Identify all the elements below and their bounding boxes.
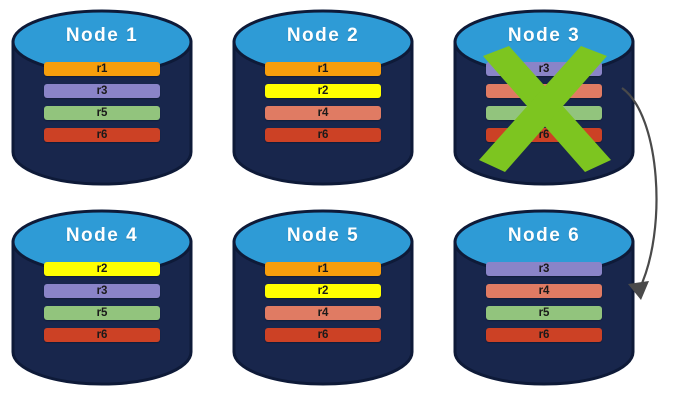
node-cylinder-4[interactable]: Node 4 r2 r3 r5 r6 <box>11 208 193 386</box>
replica-bar[interactable]: r5 <box>44 106 160 120</box>
replica-bar[interactable]: r5 <box>486 106 602 120</box>
replica-bar[interactable]: r5 <box>486 306 602 320</box>
replica-bar[interactable]: r6 <box>265 328 381 342</box>
replica-bar[interactable]: r3 <box>486 262 602 276</box>
replica-bar[interactable]: r2 <box>44 262 160 276</box>
replica-bar[interactable]: r6 <box>44 128 160 142</box>
replica-list-1: r1 r3 r5 r6 <box>44 62 160 150</box>
replica-bar[interactable]: r3 <box>486 62 602 76</box>
replica-bar[interactable]: r2 <box>265 284 381 298</box>
replica-bar[interactable]: r5 <box>44 306 160 320</box>
replica-bar[interactable]: r4 <box>265 106 381 120</box>
replica-bar[interactable]: r6 <box>44 328 160 342</box>
replica-bar[interactable]: r4 <box>486 84 602 98</box>
replica-bar[interactable]: r6 <box>486 328 602 342</box>
node-cylinder-6[interactable]: Node 6 r3 r4 r5 r6 <box>453 208 635 386</box>
node-cylinder-1[interactable]: Node 1 r1 r3 r5 r6 <box>11 8 193 186</box>
replica-list-2: r1 r2 r4 r6 <box>265 62 381 150</box>
replica-bar[interactable]: r1 <box>265 262 381 276</box>
node-cylinder-2[interactable]: Node 2 r1 r2 r4 r6 <box>232 8 414 186</box>
replica-list-4: r2 r3 r5 r6 <box>44 262 160 350</box>
cylinder-shape-2 <box>232 9 414 186</box>
node-cylinder-5[interactable]: Node 5 r1 r2 r4 r6 <box>232 208 414 386</box>
replica-bar[interactable]: r1 <box>265 62 381 76</box>
replica-bar[interactable]: r3 <box>44 84 160 98</box>
replica-bar[interactable]: r2 <box>265 84 381 98</box>
replica-bar[interactable]: r1 <box>44 62 160 76</box>
replica-bar[interactable]: r6 <box>265 128 381 142</box>
replica-list-5: r1 r2 r4 r6 <box>265 262 381 350</box>
replica-bar[interactable]: r4 <box>265 306 381 320</box>
node-cylinder-3[interactable]: Node 3 r3 r4 r5 r6 <box>453 8 635 186</box>
replica-list-3: r3 r4 r5 r6 <box>486 62 602 150</box>
replica-bar[interactable]: r3 <box>44 284 160 298</box>
replica-list-6: r3 r4 r5 r6 <box>486 262 602 350</box>
replica-bar[interactable]: r6 <box>486 128 602 142</box>
replica-bar[interactable]: r4 <box>486 284 602 298</box>
